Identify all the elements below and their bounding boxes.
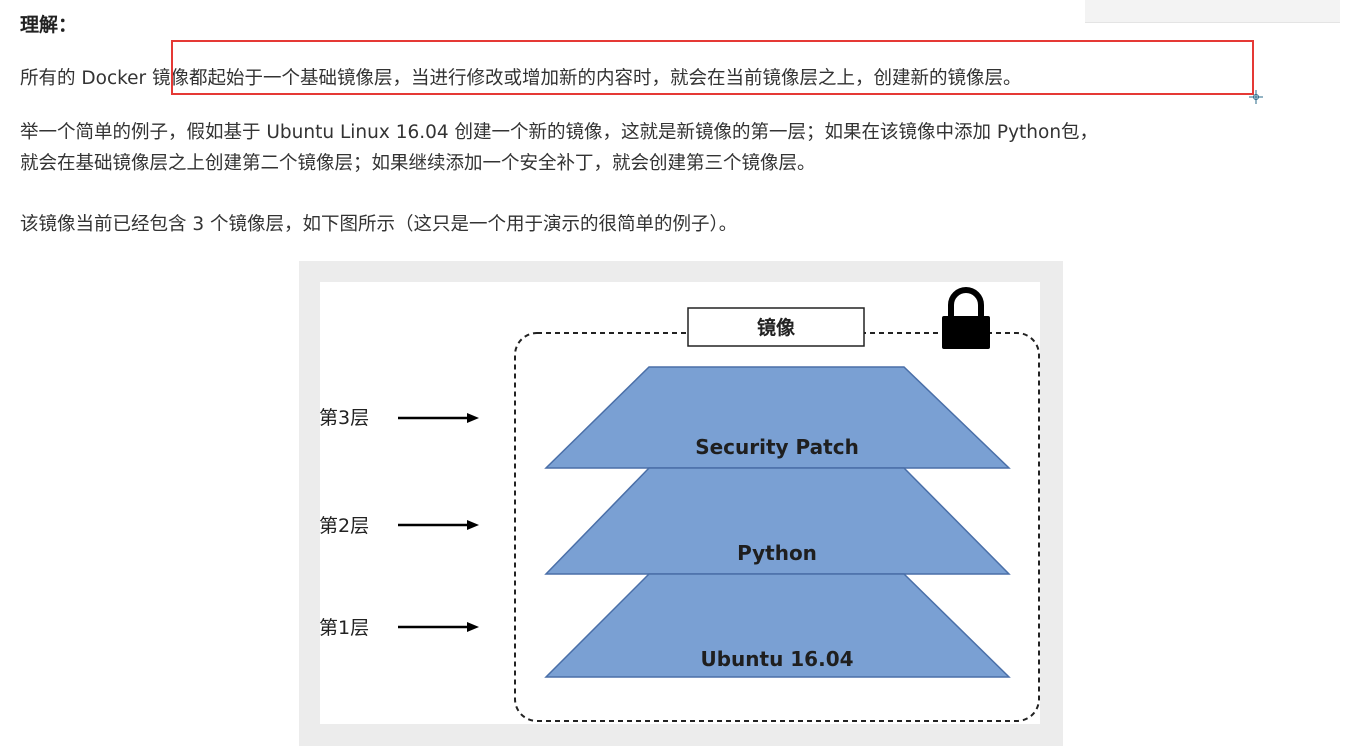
crosshair-cursor-icon xyxy=(1249,90,1263,104)
container-label: 镜像 xyxy=(757,316,796,339)
image-layers-diagram: 镜像 Security Patch Python Ubuntu 16.04 第3… xyxy=(319,282,1040,724)
layer-label-ubuntu: Ubuntu 16.04 xyxy=(700,647,853,671)
paragraph-2-line-2: 就会在基础镜像层之上创建第二个镜像层；如果继续添加一个安全补丁，就会创建第三个镜… xyxy=(20,153,816,174)
paragraph-2: 举一个简单的例子，假如基于 Ubuntu Linux 16.04 创建一个新的镜… xyxy=(20,117,1098,179)
layer-label-python: Python xyxy=(737,541,817,565)
paragraph-1: 所有的 Docker 镜像都起始于一个基础镜像层，当进行修改或增加新的内容时，就… xyxy=(20,68,1022,89)
toolbar-strip xyxy=(1085,0,1340,23)
layer-label-security-patch: Security Patch xyxy=(695,435,859,459)
paragraph-3: 该镜像当前已经包含 3 个镜像层，如下图所示（这只是一个用于演示的很简单的例子）… xyxy=(20,214,738,235)
highlight-box xyxy=(171,40,1254,95)
image-layers-figure: 镜像 Security Patch Python Ubuntu 16.04 第3… xyxy=(299,261,1063,746)
section-heading: 理解： xyxy=(20,14,78,36)
paragraph-2-line-1: 举一个简单的例子，假如基于 Ubuntu Linux 16.04 创建一个新的镜… xyxy=(20,122,1099,143)
layer-ubuntu xyxy=(544,573,1011,678)
layer-security-patch xyxy=(544,366,1011,469)
level-label-3: 第3层 xyxy=(319,407,369,429)
arrow-icon xyxy=(398,413,479,423)
lock-icon xyxy=(942,287,990,349)
layer-python xyxy=(544,467,1011,575)
level-label-2: 第2层 xyxy=(319,515,369,537)
container-label-box xyxy=(687,307,865,347)
arrow-icon xyxy=(398,520,479,530)
image-container-outline xyxy=(514,332,1040,722)
level-label-1: 第1层 xyxy=(319,617,369,639)
arrow-icon xyxy=(398,622,479,632)
